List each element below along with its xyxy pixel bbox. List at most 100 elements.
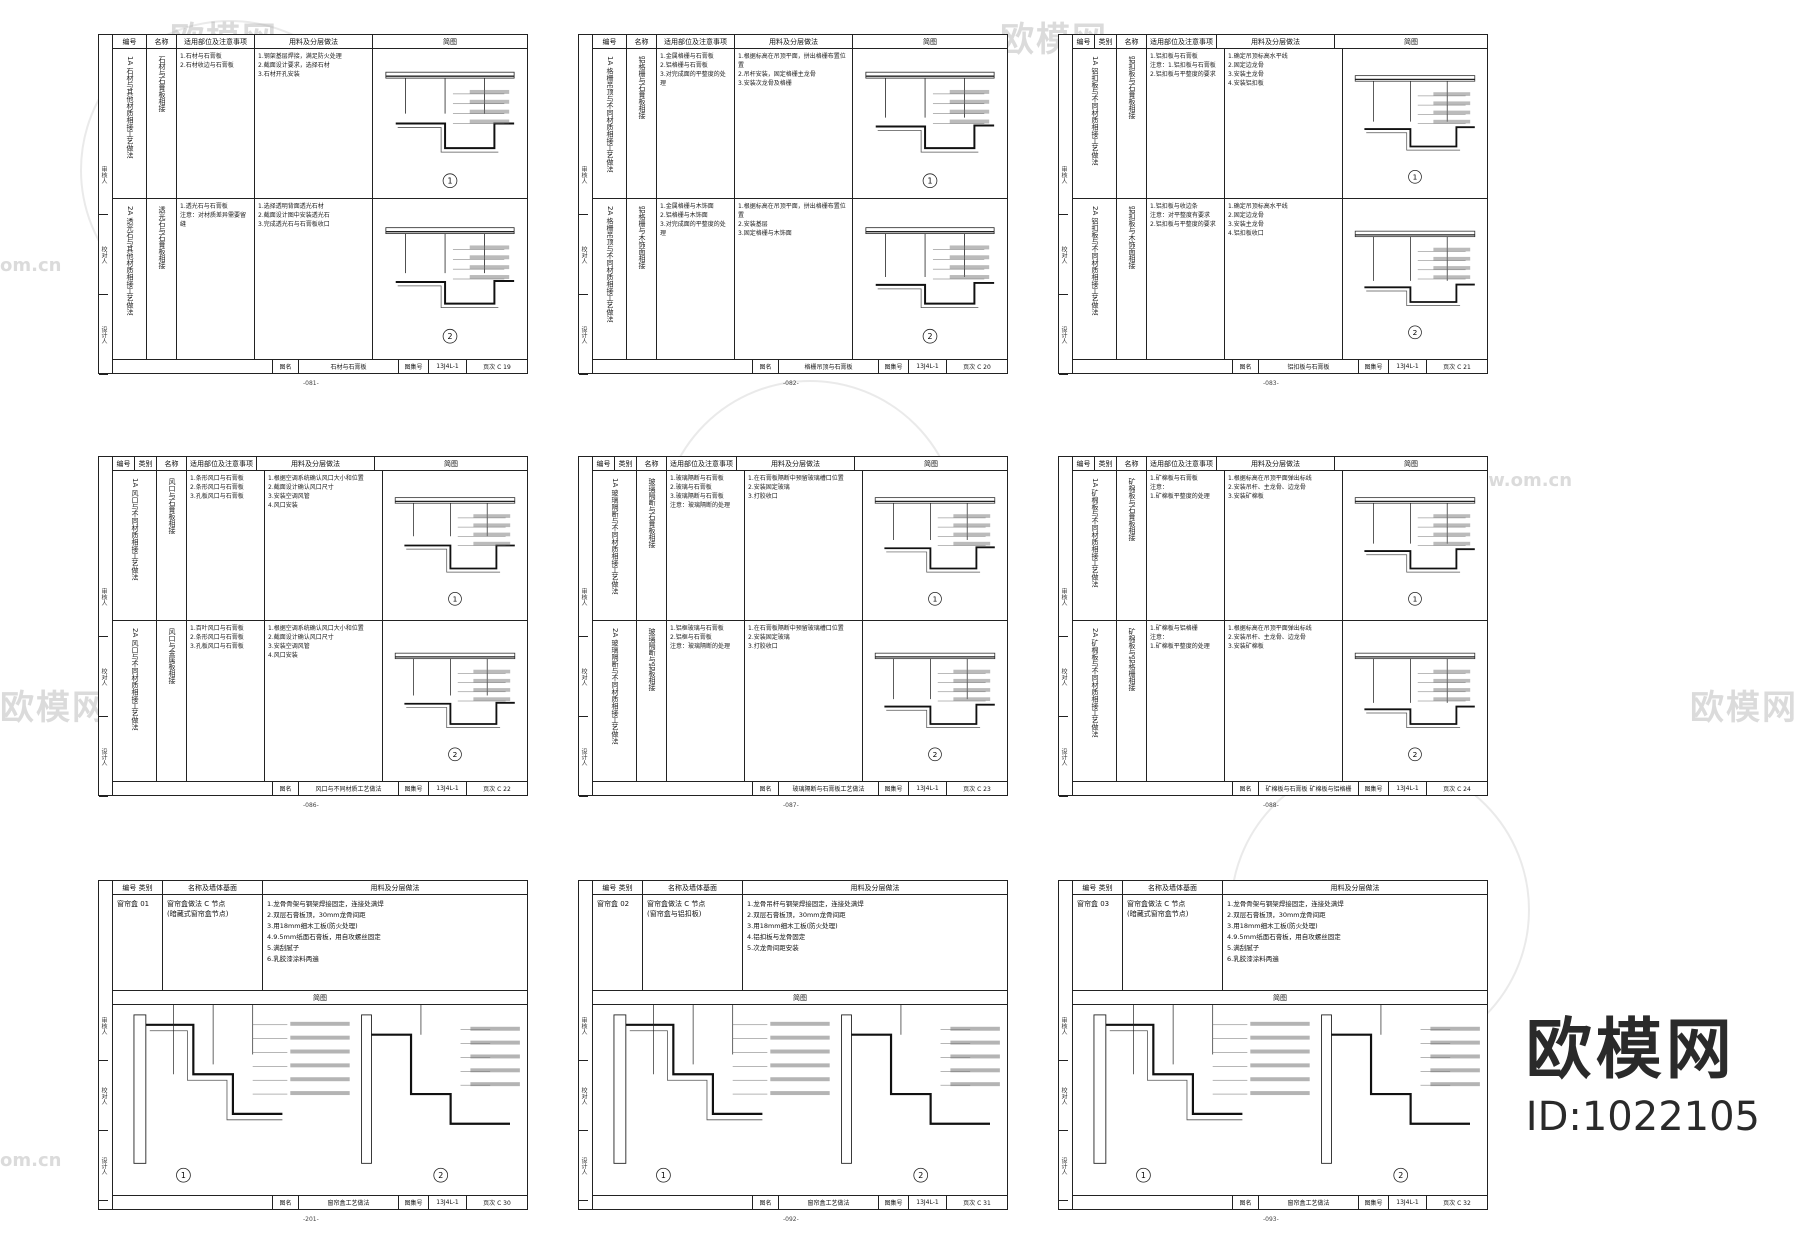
header-cell: 适用部位及注意事项: [187, 457, 257, 470]
annotation-text-mark: [469, 275, 510, 279]
detail-circle: [442, 328, 458, 344]
annotation-text-mark: [770, 1063, 830, 1068]
annotation-text-mark: [290, 1049, 350, 1054]
footer-cell: [1073, 1196, 1233, 1209]
detail-number: 1: [927, 177, 932, 186]
board-line: [397, 285, 499, 309]
side-label: 校对人: [579, 215, 588, 295]
row-name-text: 铝扣板与木饰面相接: [1128, 206, 1136, 269]
row-code: 1A 矿棉板与不同材质相接工艺做法: [1073, 471, 1117, 620]
annotation-text-mark: [1433, 247, 1471, 252]
footer-cell: [113, 782, 273, 795]
side-label: 审核人: [1059, 991, 1068, 1061]
wall-section: [1093, 1014, 1107, 1164]
detail-drawing: 1: [874, 497, 996, 606]
footer-cell: 页次 C 21: [1443, 364, 1471, 371]
ceiling-slab: [865, 227, 995, 235]
row-notes-text: 1.矿棉板与石膏板 注意： 1.矿棉板平整度的处理: [1150, 475, 1210, 500]
sheet-header: 编号名称适用部位及注意事项用料及分层做法简图: [593, 35, 1007, 49]
side-label: 校对人: [579, 637, 588, 717]
annotation-text-mark: [1250, 1091, 1310, 1096]
row-notes: 1.石材与石膏板 2.石材收边与石膏板: [177, 49, 255, 198]
header-cell: 用料及分层做法: [735, 35, 853, 48]
row-name-text: 铝扣板与石膏板相接: [1128, 56, 1136, 119]
header-cell: 名称及墙体基面: [643, 881, 742, 895]
header-cell: 名称: [1117, 35, 1147, 48]
annotation-text-mark: [1433, 688, 1471, 692]
annotation-text-mark: [469, 99, 510, 104]
row-name-text: 玻璃隔断与铝板相接: [648, 628, 656, 691]
row-method-text: 1.钢架基层焊接，满足防火处理 2.截面设计要求，选择石材 3.石材开孔安装: [258, 53, 342, 78]
side-label: 校对人: [99, 637, 108, 717]
watermark-text: 欧模网: [0, 688, 108, 728]
header-cell: 用料及分层做法: [1217, 35, 1335, 48]
annotation-text-mark: [469, 245, 510, 250]
footer-cell: 图集号: [1359, 360, 1389, 373]
annotation-text-mark: [953, 697, 991, 701]
row-name: 铝扣板与木饰面相接: [1117, 199, 1147, 359]
annotation-text-mark: [953, 669, 991, 674]
annotation-text-mark: [473, 669, 511, 674]
profile-line: [1364, 283, 1475, 303]
ceiling-slab: [1354, 497, 1476, 504]
side-label: 设计人: [579, 717, 588, 797]
detail-circle: [1408, 325, 1422, 340]
row-code-text: 1A 铝扣板与不同材质相接工艺做法: [1091, 56, 1099, 166]
sheet-side-strip: 审核人校对人设计人: [579, 881, 593, 1209]
header-cell: 简图: [923, 37, 937, 46]
row-method-text: 1.确定吊顶标高水平线 2.固定边龙骨 3.安装主龙骨 4.安装铝扣板: [1228, 53, 1288, 87]
row-notes: 1.金属格栅与木饰面 2.铝格栅与木饰面 3.对完成面的平整度的处理: [657, 199, 735, 359]
row-name: 透光石与石膏板相接: [147, 199, 177, 359]
row-method-text: 1.在石膏板隔断中预留玻璃槽口位置 2.安装固定玻璃 3.打胶收口: [748, 625, 844, 650]
sheet-header: 编号类别名称适用部位及注意事项用料及分层做法简图: [113, 457, 527, 471]
annotation-text-mark: [290, 1077, 350, 1082]
ceiling-slab: [874, 497, 996, 504]
detail-number: 1: [1141, 1171, 1146, 1180]
annotation-text-mark: [770, 1021, 830, 1026]
row-name-text: 风口与石膏板相接: [168, 478, 176, 534]
footer-cell: 图集号: [1359, 782, 1389, 795]
header-cell: 类别: [615, 457, 637, 470]
sheet-header: 编号类别名称适用部位及注意事项用料及分层做法简图: [1073, 457, 1487, 471]
footer-cell: 13J4L-1: [1389, 782, 1427, 795]
detail-number: 2: [1398, 1171, 1403, 1180]
annotation-text-mark: [290, 1091, 350, 1096]
annotation-text-mark: [950, 1082, 1000, 1087]
header-cell: 用料及分层做法: [255, 35, 373, 48]
annotation-text-mark: [1433, 266, 1471, 270]
row-method-text: 1.龙骨吊杆与钢架焊接固定，连接处满焊 2.双层石膏板顶，30mm龙骨间距 3.…: [747, 900, 864, 952]
footer-cell: 13J4L-1: [429, 1196, 467, 1209]
profile-line: [884, 703, 995, 725]
row-drawing: 2: [1343, 199, 1487, 359]
header-cell: 编号: [1073, 457, 1095, 470]
row-code: 2A 铝扣板与不同材质相接工艺做法: [1073, 199, 1117, 359]
annotation-text-mark: [470, 1068, 520, 1073]
footer-cell: [113, 360, 273, 373]
annotation-text-mark: [473, 541, 511, 546]
annotation-text-mark: [1433, 541, 1471, 546]
ceiling-slab: [385, 71, 515, 79]
side-label: 审核人: [579, 991, 588, 1061]
annotation-text-mark: [770, 1035, 830, 1040]
row-notes-text: 1.铝扣板与石膏板 注意：1.铝扣板与石膏板 2.铝扣板与平整度的要求: [1150, 53, 1216, 78]
header-cell: 名称: [627, 35, 657, 48]
side-label: 校对人: [1059, 637, 1068, 717]
annotation-text-mark: [473, 532, 511, 537]
row-method: 1.在石膏板隔断中预留玻璃槽口位置 2.安装固定玻璃 3.打胶收口: [745, 621, 863, 781]
annotation-text-mark: [950, 1026, 1000, 1031]
row-notes: 1.矿棉板与铝格栅 注意： 1.矿棉板平整度的处理: [1147, 621, 1225, 781]
curtain-box-profile: [1105, 1023, 1243, 1115]
footer-cell: 图集号: [399, 360, 429, 373]
detail-number: 1: [453, 595, 458, 604]
footer-cell: 图集号: [879, 1196, 909, 1209]
drawing-header: 简图: [1073, 991, 1487, 1005]
